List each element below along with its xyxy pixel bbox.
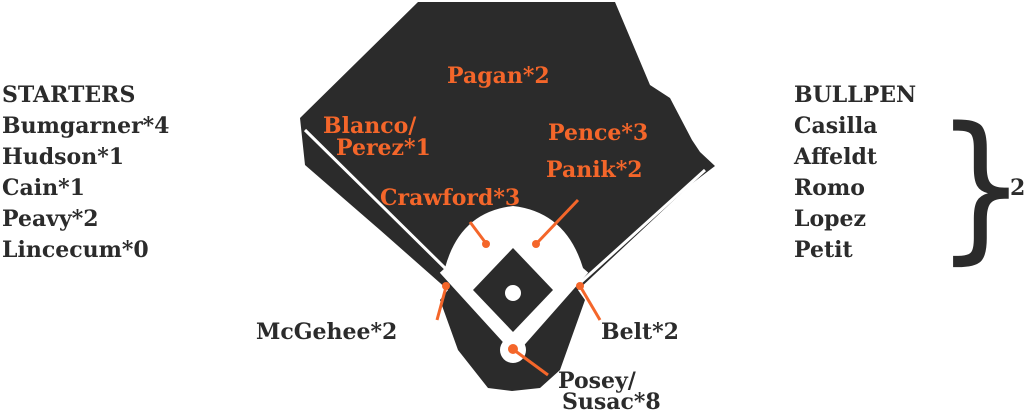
1b-marker [576,282,584,290]
bullpen-title: BULLPEN [794,82,917,108]
starter-item: Lincecum*0 [2,237,149,263]
bullpen-brace-icon: } [935,92,1027,279]
1b-label: Belt*2 [601,319,679,345]
bullpen-item: Affeldt [794,144,878,170]
starter-item: Hudson*1 [2,144,125,170]
starters-list: STARTERS Bumgarner*4 Hudson*1 Cain*1 Pea… [2,80,170,266]
2b-label: Panik*2 [546,157,643,183]
2b-marker [532,240,540,248]
rf-label: Pence*3 [548,120,648,146]
bullpen-item: Casilla [794,113,878,139]
cf-label: Pagan*2 [447,63,550,89]
ss-label: Crawford*3 [380,185,520,211]
ss-marker [482,240,490,248]
starter-item: Cain*1 [2,175,85,201]
left-foul-line [303,128,452,275]
1b-leader-line [578,285,602,321]
starter-item: Bumgarner*4 [2,113,170,139]
3b-marker [442,282,450,290]
bullpen-count: 2 [1010,175,1026,201]
c-marker [508,344,518,354]
bullpen-item: Petit [794,237,853,263]
3b-label: McGehee*2 [256,319,397,345]
bullpen-list: BULLPEN Casilla Affeldt Romo Lopez Petit [794,80,916,266]
starter-item: Peavy*2 [2,206,99,232]
3b-leader-line [435,286,448,321]
lf-label-line2: Perez*1 [336,135,431,161]
ss-leader-line [468,221,487,243]
c-leader-line [513,348,549,377]
bullpen-item: Romo [794,175,865,201]
field-outfield [300,2,715,391]
starters-title: STARTERS [2,82,136,108]
2b-leader-line [535,198,580,245]
c-label-line1: Posey/ [558,368,637,394]
lf-label-line1: Blanco/ [323,113,417,139]
right-foul-line [578,168,707,285]
bullpen-item: Lopez [794,206,867,232]
pitchers-mound [505,285,521,301]
c-label-line2: Susac*8 [562,389,661,412]
